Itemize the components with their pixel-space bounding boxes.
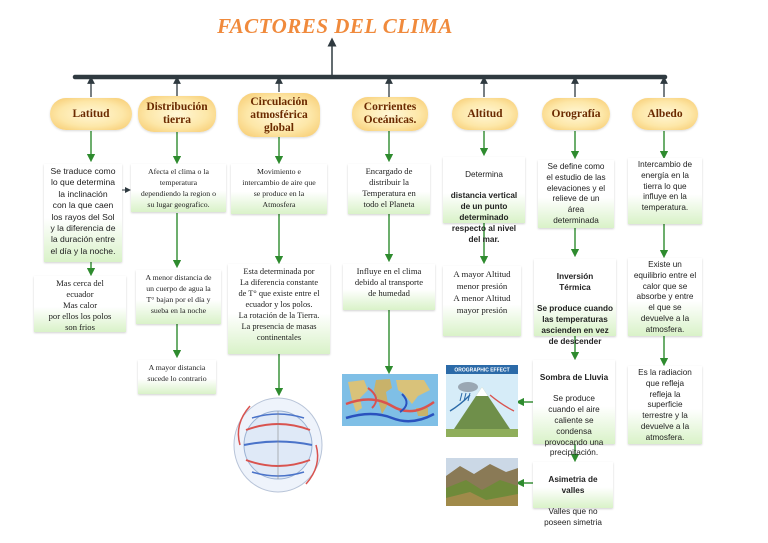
circulacion-definition: Movimiento e intercambio de aire que se … [231, 164, 327, 214]
inversion-termica-title: Inversión Térmica [556, 271, 594, 292]
orografia-asimetria-valles: Asimetria de valles Valles que no poseen… [533, 462, 613, 527]
altitud-definition-lead: Determina [465, 169, 503, 179]
albedo-radiacion: Es la radiacion que refleja refleja la s… [628, 366, 702, 444]
category-distribucion: Distribución tierra [138, 96, 216, 132]
category-corrientes-label: Corrientes Oceánicas. [363, 101, 417, 126]
category-orografia: Orografía [542, 98, 610, 130]
world-map-icon [342, 374, 438, 426]
orographic-effect-caption: OROGRAPHIC EFFECT [454, 368, 509, 374]
mountain-rain-icon: OROGRAPHIC EFFECT [446, 365, 518, 437]
valley-image [446, 458, 518, 506]
asimetria-text: Valles que no poseen simetria [544, 507, 602, 527]
sombra-lluvia-text: Se produce cuando el aire caliente se co… [544, 394, 604, 458]
category-latitud-label: Latitud [72, 107, 110, 120]
altitud-definition: Determina distancia vertical de un punto… [443, 157, 525, 244]
orografia-inversion-termica: Inversión Térmica Se produce cuando las … [534, 259, 616, 346]
circulacion-causes: Esta determinada por La diferencia const… [228, 264, 330, 354]
latitud-effect: Mas cerca del ecuador Mas calor por ello… [34, 276, 126, 332]
category-latitud: Latitud [50, 98, 132, 130]
category-corrientes: Corrientes Oceánicas. [352, 97, 428, 131]
ocean-currents-map [342, 374, 438, 426]
sombra-lluvia-title: Sombra de Lluvia [539, 372, 609, 382]
inversion-termica-text: Se produce cuando las temperaturas ascie… [537, 304, 613, 346]
category-altitud-label: Altitud [467, 107, 503, 120]
diagram-title: FACTORES DEL CLIMA [217, 14, 453, 38]
category-orografia-label: Orografía [551, 107, 601, 120]
category-circulacion-label: Circulación atmosférica global [250, 95, 308, 134]
valley-landscape-icon [446, 458, 518, 506]
category-albedo-label: Albedo [647, 107, 683, 120]
category-albedo: Albedo [632, 98, 698, 130]
albedo-definition: Intercambio de energía en la tierra lo q… [628, 158, 702, 224]
category-distribucion-label: Distribución tierra [146, 101, 208, 126]
albedo-equilibrio: Existe un equilibrio entre el calor que … [628, 258, 702, 336]
orographic-effect-image: OROGRAPHIC EFFECT [446, 365, 518, 437]
altitud-effect: A mayor Altitud menor presión A menor Al… [443, 266, 521, 336]
orografia-sombra-lluvia: Sombra de Lluvia Se produce cuando el ai… [533, 360, 615, 457]
latitud-definition: Se traduce como lo que determina la incl… [44, 164, 122, 262]
category-altitud: Altitud [452, 98, 518, 130]
distribucion-effect-near: A menor distancia de un cuerpo de agua l… [136, 270, 221, 324]
distribucion-effect-far: A mayor distancia sucede lo contrario [138, 360, 216, 394]
altitud-definition-body: distancia vertical de un punto determina… [450, 191, 518, 244]
corrientes-effect: Influye en el clima debido al transporte… [343, 264, 435, 310]
category-circulacion: Circulación atmosférica global [238, 93, 320, 137]
corrientes-definition: Encargado de distribuir la Temperatura e… [348, 164, 430, 214]
orografia-definition: Se define como el estudio de las elevaci… [538, 160, 614, 228]
distribucion-definition: Afecta el clima o la temperatura dependi… [131, 164, 226, 212]
asimetria-title: Asimetria de valles [548, 474, 598, 495]
global-circulation-image [232, 394, 324, 494]
globe-icon [233, 397, 323, 493]
